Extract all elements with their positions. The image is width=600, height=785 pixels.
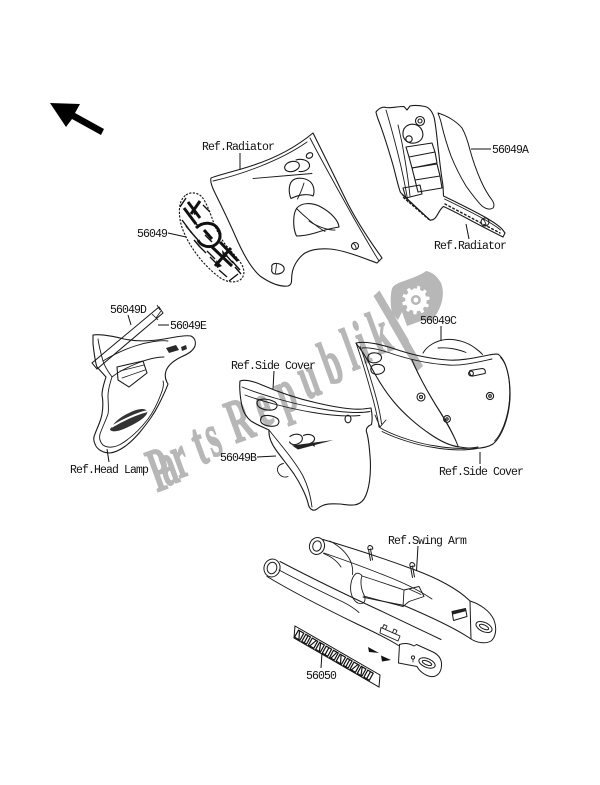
svg-text:56049B: 56049B (220, 452, 257, 465)
svg-text:Ref.Side Cover: Ref.Side Cover (231, 360, 315, 373)
svg-text:56049D: 56049D (110, 304, 147, 317)
svg-text:Ref.Head Lamp: Ref.Head Lamp (70, 464, 149, 477)
svg-text:Ref.Side Cover: Ref.Side Cover (439, 466, 523, 479)
svg-text:56049E: 56049E (170, 320, 207, 333)
svg-text:56050: 56050 (306, 670, 337, 683)
svg-text:56049C: 56049C (420, 315, 457, 328)
svg-text:Ref.Radiator: Ref.Radiator (202, 141, 274, 154)
svg-text:Ref.Swing Arm: Ref.Swing Arm (388, 535, 467, 548)
svg-text:56049: 56049 (137, 228, 168, 241)
svg-text:56049A: 56049A (492, 144, 529, 157)
svg-text:Ref.Radiator: Ref.Radiator (434, 240, 506, 253)
